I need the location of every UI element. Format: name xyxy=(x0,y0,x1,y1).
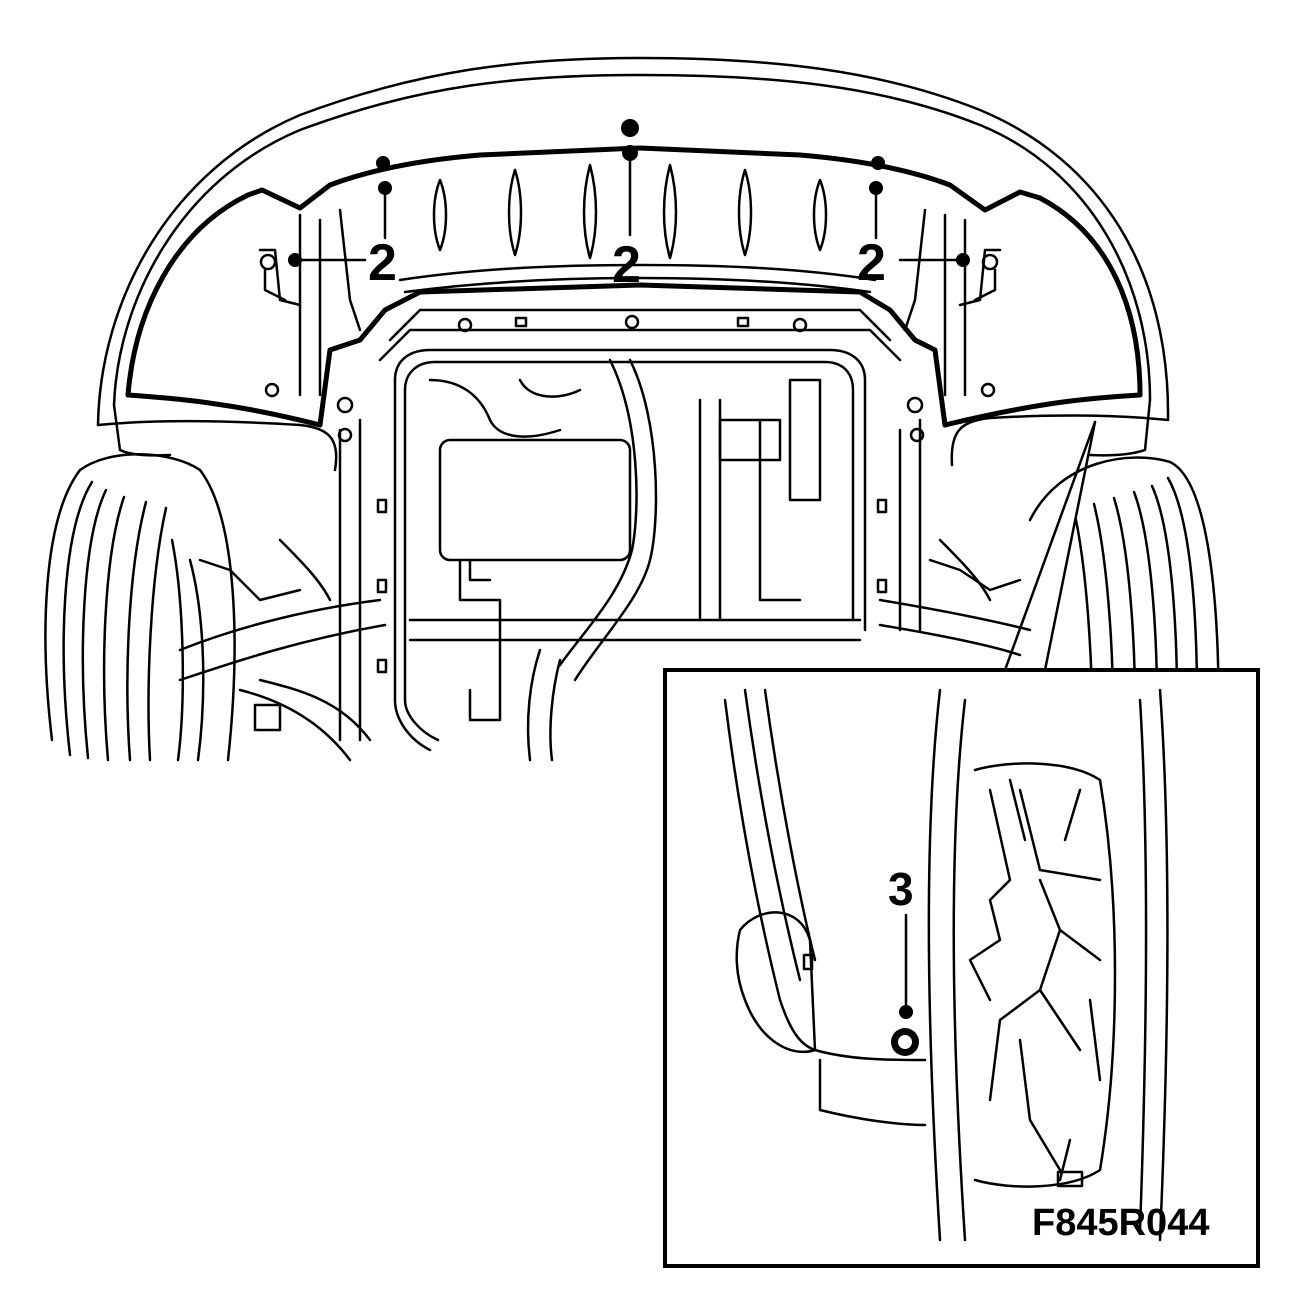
callout-label-center: 2 xyxy=(612,236,641,294)
detail-inset-content xyxy=(723,688,1169,1242)
fastener-top-center xyxy=(621,119,639,237)
left-control-arm xyxy=(178,538,387,762)
left-wheel xyxy=(44,453,236,762)
left-bracket xyxy=(258,208,362,397)
callout-label-left: 2 xyxy=(368,234,397,292)
bumper-ribs xyxy=(432,163,828,260)
right-bracket xyxy=(903,208,1002,397)
subframe xyxy=(338,348,922,762)
figure-id-label: F845R044 xyxy=(1032,1202,1209,1244)
mounting-holes xyxy=(264,314,996,674)
fastener-top-right xyxy=(869,156,999,271)
fastener-top-left xyxy=(259,156,392,271)
bumper-shell xyxy=(96,56,1170,472)
upper-crossmember xyxy=(378,263,902,362)
fastener-detail xyxy=(891,913,919,1056)
bumper-inner-edge xyxy=(125,145,1143,428)
callout-label-right: 2 xyxy=(857,234,886,292)
right-control-arm xyxy=(878,538,1032,657)
detail-leader xyxy=(1003,420,1097,672)
callout-label-detail: 3 xyxy=(888,863,914,915)
